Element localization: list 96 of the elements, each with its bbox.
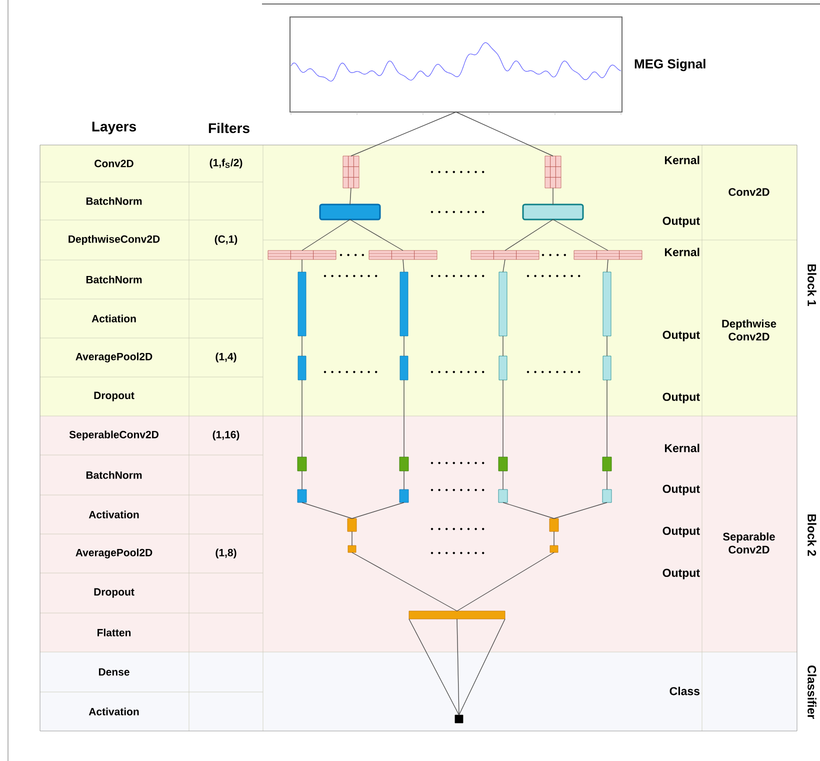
feature-map-bar [408, 610, 506, 620]
feature-map-bar [319, 204, 381, 220]
feature-map-bar [298, 272, 306, 336]
table-cell-text: Dropout [94, 392, 134, 402]
table-cell-text: Conv2D [94, 160, 134, 168]
feature-map-bar [400, 356, 408, 380]
connector-line [350, 188, 352, 205]
row-label: Output [662, 568, 700, 580]
feature-map-bar [400, 272, 408, 336]
row-label: Kernal [664, 156, 700, 164]
connector-line [554, 502, 608, 519]
table-cell-text: (C,1) [214, 235, 238, 245]
connector-line [350, 112, 456, 156]
table-cell-text: Actiation [92, 314, 136, 322]
feature-map-bar [549, 518, 559, 532]
table-cell-text: Activation [88, 510, 139, 518]
feature-map-bar [602, 272, 612, 336]
connector-line [456, 618, 460, 716]
block-label: Classifier [808, 665, 816, 719]
feature-map-bar [550, 545, 558, 553]
table-cell-text: (1,f$_{S}$/2) [210, 158, 242, 168]
row-label: Output [662, 392, 700, 404]
table-cell-text: (1,8) [216, 548, 236, 558]
block-label: Block 1 [808, 264, 816, 306]
connector-line [504, 219, 554, 251]
connector-line [402, 259, 404, 272]
connector-line [352, 552, 458, 612]
table-cell-text: SeperableConv2D [69, 430, 158, 440]
connector-line [352, 502, 404, 519]
kernel-grid [268, 250, 336, 260]
connector-line [458, 618, 506, 716]
table-cell-text: (1,4) [216, 352, 236, 362]
connector-line [502, 336, 504, 356]
connector-line [456, 112, 554, 156]
kernel-grid [470, 250, 540, 260]
feature-map-bar [602, 356, 612, 380]
kernel-grid [368, 250, 438, 260]
column-header: Filters [208, 122, 250, 134]
block-label: Block 2 [808, 514, 816, 556]
connector-line [552, 219, 608, 251]
row-label: Class [670, 686, 700, 696]
feature-map-bar [602, 489, 612, 503]
table-cell-text: (1,16) [212, 430, 240, 440]
signal-caption: MEG Signal [634, 58, 706, 72]
feature-map-bar [298, 356, 306, 380]
table-cell-text: BatchNorm [86, 471, 142, 479]
connector-line [606, 470, 608, 490]
row-label: Kernal [664, 248, 700, 256]
table-cell-text: Dropout [94, 588, 134, 598]
connector-line [456, 552, 554, 612]
feature-map-bar [522, 204, 584, 220]
table-cell-text: Flatten [98, 628, 131, 636]
row-label: Output [662, 526, 700, 538]
output-square [454, 714, 464, 724]
group-label: Separable Conv2D [723, 532, 775, 554]
feature-map-bar [399, 489, 409, 503]
feature-map-bar [498, 356, 508, 380]
group-label: Depthwise Conv2D [722, 319, 776, 341]
feature-map-bar [602, 456, 612, 472]
connector-line [302, 502, 352, 519]
table-cell-text: AveragePool2D [76, 548, 152, 558]
row-label: Output [662, 484, 700, 496]
connector-line [502, 470, 504, 490]
kernel-grid [544, 156, 562, 188]
table-cell-text: BatchNorm [86, 276, 142, 284]
feature-map-bar [498, 489, 508, 503]
feature-map-bar [297, 489, 307, 503]
kernel-grid [342, 156, 360, 188]
connector-line [606, 336, 608, 356]
table-cell-text: AveragePool2D [76, 352, 152, 362]
kernel-grid [574, 250, 642, 260]
feature-map-bar [297, 456, 307, 472]
connector-line [502, 259, 506, 272]
table-cell-text: Activation [88, 708, 139, 716]
row-label: Kernal [664, 444, 700, 452]
table-cell-text: Dense [98, 668, 130, 676]
signal-plot [290, 16, 622, 116]
connector-line [552, 188, 554, 205]
connector-line [408, 618, 460, 716]
connector-line [502, 502, 554, 519]
connector-line [606, 259, 608, 272]
feature-map-bar [498, 272, 508, 336]
table-cell-text: BatchNorm [86, 197, 142, 205]
row-label: Output [662, 330, 700, 342]
group-label: Conv2D [728, 188, 770, 196]
row-label: Output [662, 216, 700, 228]
feature-map-bar [347, 518, 357, 532]
connector-line [302, 219, 350, 251]
connector-line [502, 380, 504, 458]
feature-map-bar [498, 456, 508, 472]
feature-map-bar [399, 456, 409, 472]
table-cell-text: DepthwiseConv2D [68, 235, 160, 245]
connector-line [606, 380, 608, 458]
column-header: Layers [92, 122, 136, 134]
connector-line [350, 219, 404, 251]
feature-map-bar [348, 545, 356, 553]
